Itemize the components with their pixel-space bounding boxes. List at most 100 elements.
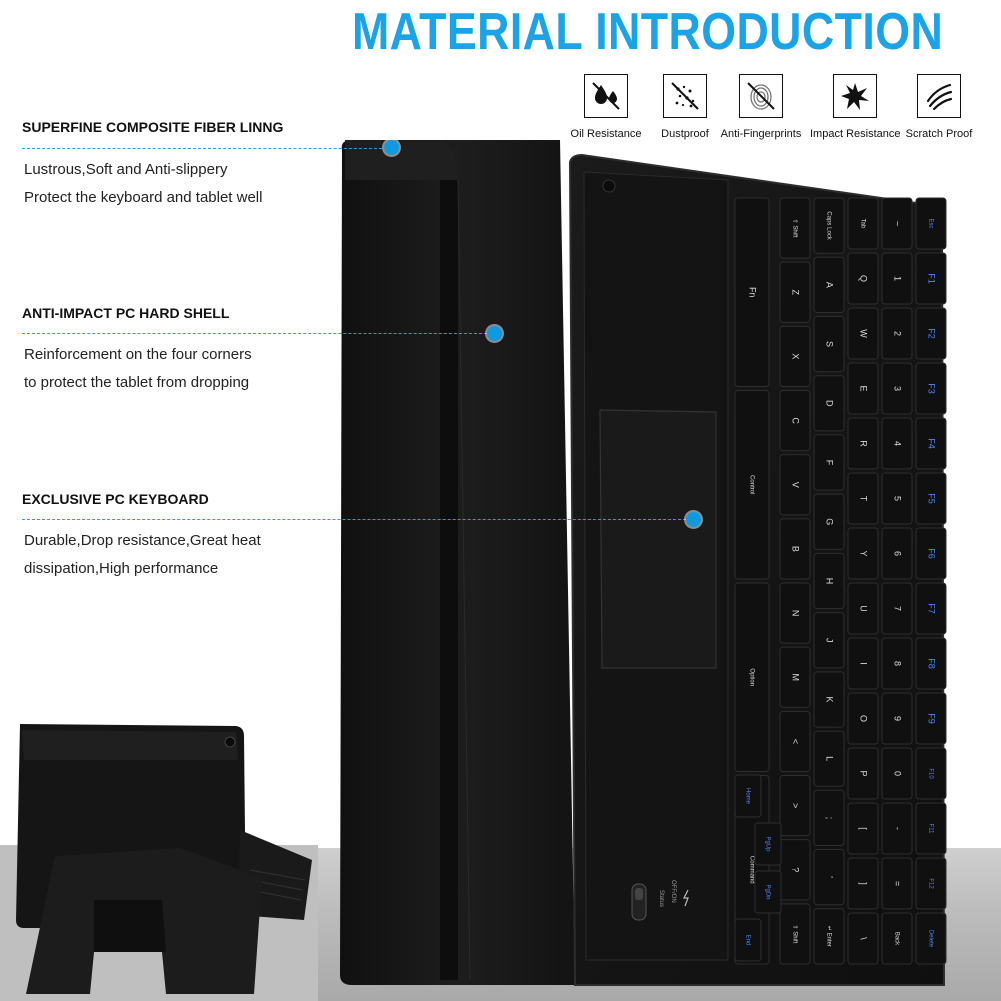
feature-anti-fingerprints: Anti-Fingerprints bbox=[716, 74, 806, 142]
keyboard-key bbox=[847, 307, 879, 360]
feature-label: Oil Resistance bbox=[570, 128, 642, 140]
keyboard-key bbox=[813, 256, 845, 313]
key-legend: V bbox=[791, 482, 801, 488]
keyboard-key bbox=[847, 472, 879, 525]
key-legend: X bbox=[791, 353, 801, 359]
key-legend: ; bbox=[825, 817, 835, 820]
key-legend: R bbox=[859, 440, 869, 447]
keyboard-key bbox=[847, 692, 879, 745]
key-legend: 1 bbox=[893, 276, 903, 281]
key-legend: 9 bbox=[893, 716, 903, 721]
feature-label: Impact Resistance bbox=[810, 128, 901, 140]
keyboard-key bbox=[915, 637, 947, 690]
key-legend: - bbox=[893, 827, 903, 830]
keyboard-key bbox=[847, 417, 879, 470]
callout-dot-shell bbox=[487, 326, 502, 341]
keyboard-key bbox=[813, 197, 845, 254]
impact-icon bbox=[833, 74, 877, 118]
key-legend: Tab bbox=[859, 219, 865, 229]
key-legend: 0 bbox=[893, 771, 903, 776]
keyboard-key bbox=[881, 472, 913, 525]
keyboard-key bbox=[915, 857, 947, 910]
keyboard-key bbox=[813, 730, 845, 787]
key-legend: F6 bbox=[927, 548, 937, 559]
key-legend: 4 bbox=[893, 441, 903, 446]
key-legend: F10 bbox=[927, 768, 933, 779]
oil-drop-icon bbox=[584, 74, 628, 118]
key-legend: D bbox=[825, 400, 835, 407]
key-legend: > bbox=[791, 803, 801, 808]
key-legend: Back bbox=[893, 932, 899, 946]
keyboard-key bbox=[779, 325, 811, 388]
keyboard-key bbox=[779, 197, 811, 259]
key-legend: Control bbox=[748, 475, 754, 494]
keyboard-key bbox=[881, 857, 913, 910]
key-legend: ' bbox=[825, 876, 835, 878]
key-legend: C bbox=[791, 417, 801, 424]
key-legend: H bbox=[825, 578, 835, 585]
section-desc-keyboard: Durable,Drop resistance,Great heat dissi… bbox=[24, 527, 261, 583]
desc-line: Reinforcement on the four corners bbox=[24, 346, 252, 363]
key-legend: L bbox=[825, 756, 835, 761]
keyboard-key bbox=[813, 315, 845, 373]
keyboard-key bbox=[881, 802, 913, 855]
callout-leader-fiber bbox=[22, 148, 387, 149]
keyboard-key bbox=[779, 646, 811, 708]
keyboard-key bbox=[881, 362, 913, 415]
key-legend: F3 bbox=[927, 383, 937, 394]
key-legend: ↵ Enter bbox=[825, 926, 831, 947]
desc-line: Durable,Drop resistance,Great heat bbox=[24, 532, 261, 549]
keyboard-key bbox=[881, 912, 913, 965]
feature-dustproof: Dustproof bbox=[640, 74, 730, 142]
keyboard-key bbox=[847, 252, 879, 305]
key-legend: N bbox=[791, 610, 801, 617]
key-legend: 8 bbox=[893, 661, 903, 666]
key-legend: K bbox=[825, 696, 835, 702]
page-title: MATERIAL INTRODUCTION bbox=[352, 3, 944, 61]
keyboard-key bbox=[881, 527, 913, 580]
key-legend: J bbox=[825, 638, 835, 643]
key-legend: ⇧ Shift bbox=[791, 925, 798, 944]
scratch-icon bbox=[917, 74, 961, 118]
keyboard-key bbox=[881, 637, 913, 690]
nav-key bbox=[734, 774, 762, 818]
key-legend: A bbox=[825, 282, 835, 288]
key-legend: F4 bbox=[927, 438, 937, 449]
nav-key bbox=[754, 822, 782, 866]
keyboard-key bbox=[779, 454, 811, 516]
key-legend: O bbox=[859, 715, 869, 722]
key-legend: F bbox=[825, 460, 835, 466]
key-legend: F12 bbox=[927, 878, 933, 889]
keyboard-key bbox=[847, 582, 879, 635]
keyboard-key bbox=[734, 390, 770, 580]
keyboard-key bbox=[847, 527, 879, 580]
feature-scratch-proof: Scratch Proof bbox=[894, 74, 984, 142]
dust-icon bbox=[663, 74, 707, 118]
switch-onoff-label: OFF/ON bbox=[670, 880, 676, 903]
keyboard-key bbox=[881, 197, 913, 250]
power-switch: Status OFF/ON bbox=[631, 880, 689, 921]
keyboard-key bbox=[779, 839, 811, 901]
key-legend: F5 bbox=[927, 493, 937, 504]
keyboard-key bbox=[881, 417, 913, 470]
keyboard-key bbox=[847, 912, 879, 965]
folio-case-cover bbox=[340, 140, 575, 985]
keyboard-key bbox=[915, 362, 947, 415]
keyboard-key bbox=[813, 671, 845, 728]
keyboard-key bbox=[813, 375, 845, 432]
key-legend: < bbox=[791, 739, 801, 744]
keyboard-key bbox=[779, 518, 811, 580]
key-legend: F7 bbox=[927, 603, 937, 614]
key-legend: I bbox=[859, 662, 869, 665]
key-legend: S bbox=[825, 341, 835, 347]
key-legend: G bbox=[825, 518, 835, 525]
keyboard-key bbox=[813, 552, 845, 610]
section-desc-fiber: Lustrous,Soft and Anti-slippery Protect … bbox=[24, 156, 262, 212]
key-legend: \ bbox=[859, 937, 869, 940]
keyboard-key bbox=[915, 912, 947, 965]
callout-dot-fiber bbox=[384, 140, 399, 155]
keyboard-key bbox=[734, 197, 770, 387]
keyboard-key bbox=[881, 252, 913, 305]
key-legend: F11 bbox=[927, 824, 933, 835]
